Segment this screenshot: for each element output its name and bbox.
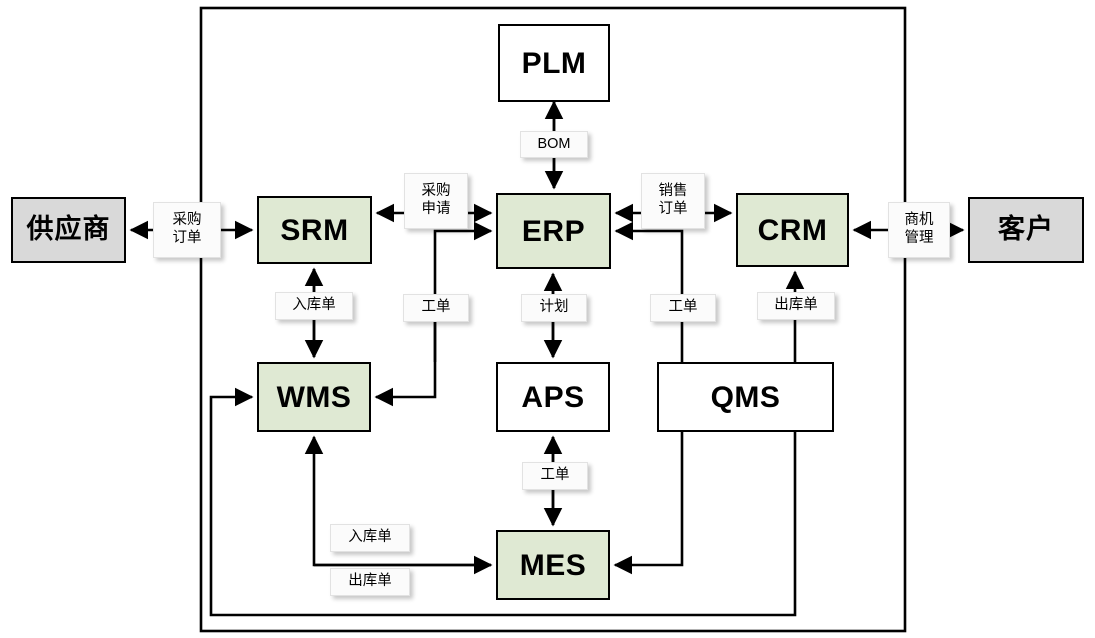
node-mes[interactable]: MES [496, 530, 610, 600]
edge-label-opportunity-management: 商机 管理 [888, 202, 950, 258]
node-crm-label: CRM [757, 213, 828, 247]
node-supplier-label: 供应商 [26, 214, 111, 245]
edge-label-work-order-qms-erp: 工单 [650, 294, 716, 322]
edge-label-work-order-erp-wms: 工单 [403, 294, 469, 322]
edge-label-bom: BOM [520, 131, 588, 158]
node-plm-label: PLM [521, 46, 587, 80]
node-mes-label: MES [519, 548, 587, 582]
node-qms[interactable]: QMS [657, 362, 834, 432]
edge-label-work-order-aps-mes: 工单 [522, 462, 588, 490]
edge-label-plan: 计划 [521, 294, 587, 322]
node-crm[interactable]: CRM [736, 193, 849, 267]
node-plm[interactable]: PLM [498, 24, 610, 102]
node-srm-label: SRM [280, 213, 349, 247]
node-aps-label: APS [521, 380, 585, 414]
edge-label-inbound-receipt-srm-wms: 入库单 [275, 292, 353, 320]
node-customer-label: 客户 [998, 214, 1054, 245]
node-erp-label: ERP [521, 214, 586, 248]
node-erp[interactable]: ERP [496, 193, 611, 269]
edge-label-outbound-receipt-qms-crm: 出库单 [757, 292, 835, 320]
node-customer[interactable]: 客户 [968, 197, 1084, 263]
edge-label-inbound-receipt-mes-wms: 入库单 [330, 524, 410, 552]
node-supplier[interactable]: 供应商 [11, 197, 126, 263]
node-wms[interactable]: WMS [257, 362, 371, 432]
node-aps[interactable]: APS [496, 362, 610, 432]
edge-label-purchase-requisition: 采购 申请 [404, 173, 468, 229]
node-srm[interactable]: SRM [257, 196, 372, 264]
edge-label-purchase-order: 采购 订单 [153, 202, 221, 258]
node-wms-label: WMS [276, 380, 352, 414]
edge-label-sales-order: 销售 订单 [641, 173, 705, 229]
edge-label-outbound-receipt-wms-mes: 出库单 [330, 568, 410, 596]
node-qms-label: QMS [710, 380, 781, 414]
